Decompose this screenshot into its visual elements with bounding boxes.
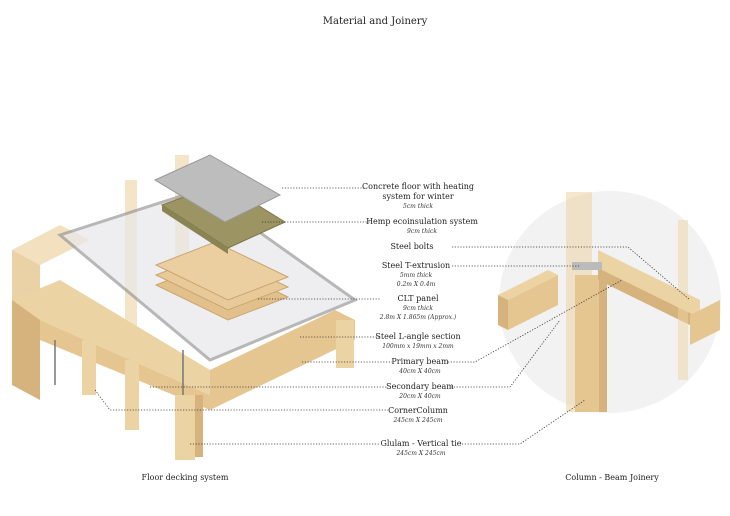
caption-floor-decking: Floor decking system bbox=[141, 473, 229, 482]
page-title: Material and Joinery bbox=[322, 16, 428, 27]
joinery-detail bbox=[498, 191, 721, 413]
leader-lines bbox=[94, 187, 691, 445]
caption-column-beam-joinery: Column - Beam Joinery bbox=[565, 473, 659, 482]
label-steel-bolts: Steel bolts bbox=[390, 242, 434, 251]
floor-decking-illustration bbox=[12, 154, 359, 460]
